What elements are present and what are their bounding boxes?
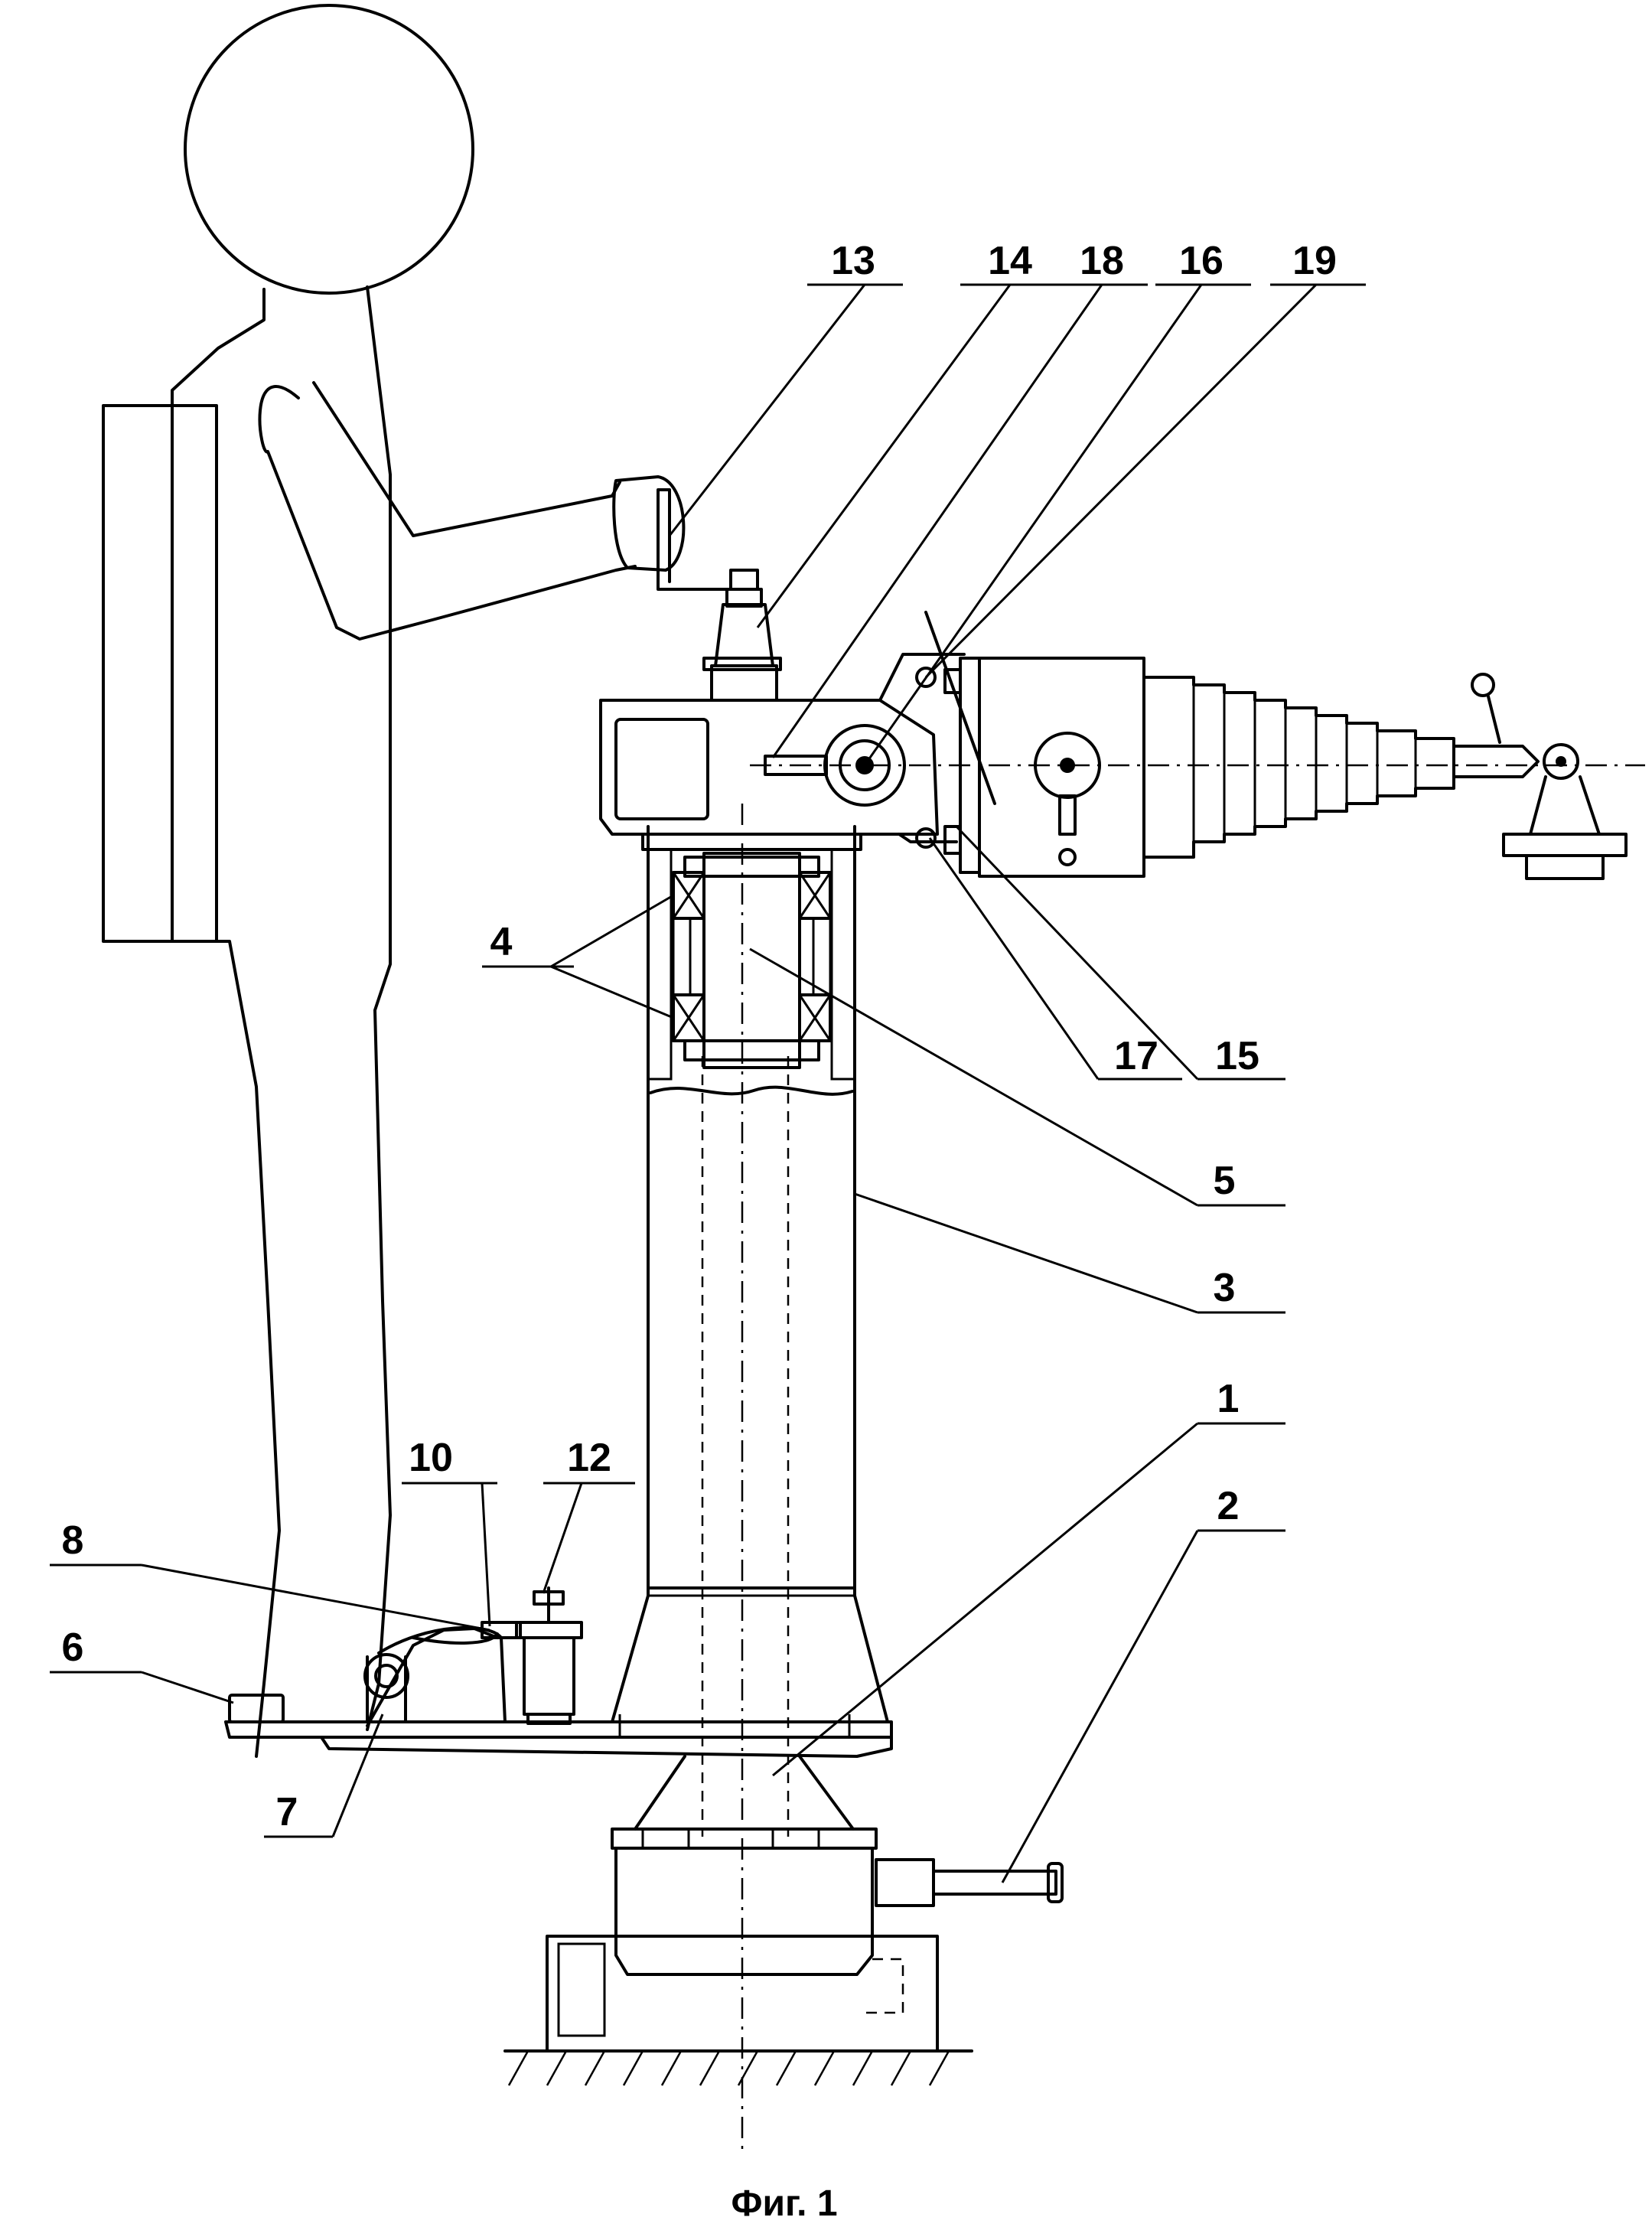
operator-figure: [103, 5, 683, 1756]
operator-arm: [260, 383, 635, 639]
figure-caption: Фиг. 1: [731, 2183, 837, 2224]
callout-18: 18: [1080, 239, 1124, 283]
ground-hatching: [509, 2051, 949, 2085]
callout-4: 4: [490, 920, 513, 964]
base: [505, 1756, 1062, 2085]
callout-3: 3: [1214, 1266, 1236, 1310]
callout-19: 19: [1292, 239, 1337, 283]
head-unit: [601, 490, 1645, 879]
callout-8: 8: [62, 1518, 84, 1563]
column: [612, 804, 888, 2150]
callout-10: 10: [409, 1436, 453, 1480]
leader-lines: [50, 285, 1366, 1883]
operator-hand: [614, 477, 683, 570]
operator-front-outline: [367, 287, 390, 1730]
callout-17: 17: [1114, 1034, 1158, 1078]
callout-14: 14: [988, 239, 1032, 283]
platform: [226, 1588, 891, 1756]
callout-15: 15: [1215, 1034, 1259, 1078]
callout-1: 1: [1217, 1377, 1240, 1421]
operator-head: [185, 5, 473, 293]
callout-2: 2: [1217, 1484, 1240, 1528]
callout-5: 5: [1214, 1159, 1236, 1203]
operator-back-outline: [172, 289, 279, 1756]
operator-backpack: [103, 406, 217, 941]
callout-13: 13: [831, 239, 875, 283]
callout-12: 12: [567, 1436, 611, 1480]
callout-7: 7: [276, 1790, 298, 1834]
callout-6: 6: [62, 1625, 84, 1670]
callout-16: 16: [1179, 239, 1224, 283]
